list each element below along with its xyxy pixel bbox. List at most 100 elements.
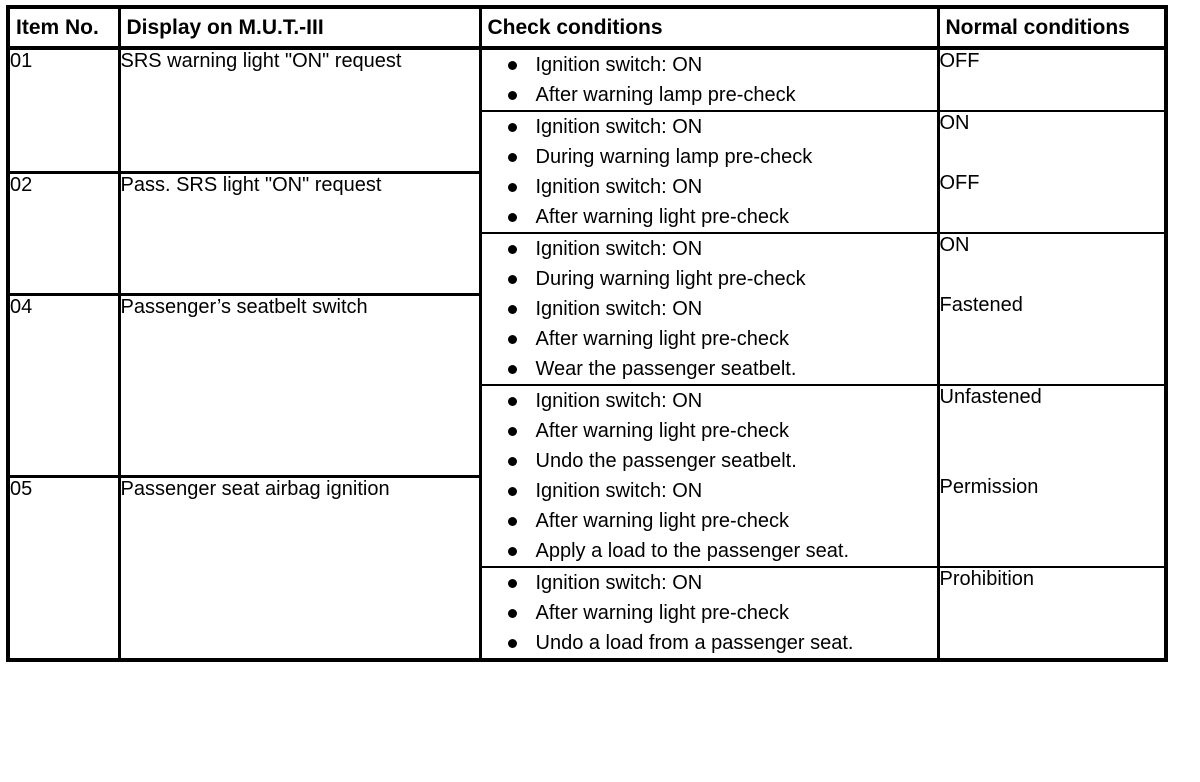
bullet-icon <box>507 213 517 222</box>
condition-item: Ignition switch: ON <box>482 172 937 202</box>
condition-text: During warning lamp pre-check <box>535 146 813 168</box>
cell-normal-condition: Unfastened <box>938 384 1166 476</box>
condition-text: During warning light pre-check <box>535 268 806 290</box>
table-header: Item No. Display on M.U.T.-III Check con… <box>8 7 1166 50</box>
cell-check-conditions: Ignition switch: ON After warning light … <box>480 566 940 660</box>
condition-list: Ignition switch: ON After warning lamp p… <box>482 50 937 110</box>
condition-item: After warning lamp pre-check <box>482 80 937 110</box>
bullet-icon <box>507 397 517 406</box>
condition-list: Ignition switch: ON After warning light … <box>482 568 937 658</box>
condition-item: Ignition switch: ON <box>482 294 937 324</box>
condition-item: Ignition switch: ON <box>482 112 937 142</box>
bullet-icon <box>507 275 517 284</box>
condition-list: Ignition switch: ON After warning light … <box>482 172 937 232</box>
condition-text: Ignition switch: ON <box>535 238 703 260</box>
bullet-icon <box>507 457 517 466</box>
condition-text: Undo a load from a passenger seat. <box>535 632 854 654</box>
cell-display-name: Pass. SRS light "ON" request <box>119 170 482 294</box>
condition-item: After warning light pre-check <box>482 506 937 536</box>
condition-item: Ignition switch: ON <box>482 234 937 264</box>
cell-check-conditions: Ignition switch: ON During warning lamp … <box>480 110 940 172</box>
condition-text: Undo the passenger seatbelt. <box>535 450 797 472</box>
column-header-normal-conditions: Normal conditions <box>938 7 1166 50</box>
cell-display-name: Passenger seat airbag ignition <box>119 474 482 660</box>
condition-text: Apply a load to the passenger seat. <box>535 540 850 562</box>
condition-list: Ignition switch: ON After warning light … <box>482 386 937 476</box>
bullet-icon <box>507 335 517 344</box>
table-row: 01 SRS warning light "ON" request Igniti… <box>8 48 1166 172</box>
condition-item: After warning light pre-check <box>482 598 937 628</box>
cell-item-no: 04 <box>8 292 121 476</box>
cell-check-conditions: Ignition switch: ON During warning light… <box>480 232 940 294</box>
condition-item: During warning lamp pre-check <box>482 142 937 172</box>
bullet-icon <box>507 639 517 648</box>
condition-text: Ignition switch: ON <box>535 572 703 594</box>
bullet-icon <box>507 183 517 192</box>
condition-list: Ignition switch: ON During warning light… <box>482 234 937 294</box>
condition-item: Ignition switch: ON <box>482 50 937 80</box>
condition-text: Ignition switch: ON <box>535 54 703 76</box>
condition-text: Ignition switch: ON <box>535 298 703 320</box>
bullet-icon <box>507 365 517 374</box>
condition-list: Ignition switch: ON After warning light … <box>482 294 937 384</box>
bullet-icon <box>507 245 517 254</box>
column-header-display: Display on M.U.T.-III <box>119 7 482 50</box>
condition-text: After warning light pre-check <box>535 206 789 228</box>
service-data-table: Item No. Display on M.U.T.-III Check con… <box>6 5 1168 662</box>
cell-normal-condition: Fastened <box>938 294 1166 385</box>
cell-display-name: Passenger’s seatbelt switch <box>119 292 482 476</box>
column-header-item-no: Item No. <box>8 7 121 50</box>
bullet-icon <box>507 61 517 70</box>
cell-normal-condition: ON <box>938 232 1166 294</box>
cell-item-no: 01 <box>8 48 121 172</box>
cell-display-name: SRS warning light "ON" request <box>119 48 482 172</box>
cell-check-conditions: Ignition switch: ON After warning light … <box>480 294 940 385</box>
cell-normal-condition: Permission <box>938 476 1166 567</box>
bullet-icon <box>507 305 517 314</box>
condition-list: Ignition switch: ON During warning lamp … <box>482 112 937 172</box>
condition-item: Ignition switch: ON <box>482 568 937 598</box>
cell-normal-condition: OFF <box>938 48 1166 111</box>
table-row: Ignition switch: ON After warning light … <box>8 384 1166 476</box>
condition-text: Wear the passenger seatbelt. <box>535 358 797 380</box>
bullet-icon <box>507 487 517 496</box>
cell-normal-condition: Prohibition <box>938 566 1166 660</box>
header-row: Item No. Display on M.U.T.-III Check con… <box>8 7 1166 50</box>
table-row: 04 Passenger’s seatbelt switch Ignition … <box>8 292 1166 476</box>
bullet-icon <box>507 579 517 588</box>
table-row: 02 Pass. SRS light "ON" request Ignition… <box>8 170 1166 294</box>
condition-item: After warning light pre-check <box>482 416 937 446</box>
bullet-icon <box>507 91 517 100</box>
condition-item: Ignition switch: ON <box>482 476 937 506</box>
condition-text: After warning light pre-check <box>535 602 789 624</box>
condition-item: After warning light pre-check <box>482 202 937 232</box>
column-header-check-conditions: Check conditions <box>480 7 940 50</box>
condition-item: Apply a load to the passenger seat. <box>482 536 937 566</box>
condition-item: During warning light pre-check <box>482 264 937 294</box>
cell-normal-condition: OFF <box>938 172 1166 233</box>
condition-item: Undo the passenger seatbelt. <box>482 446 937 476</box>
condition-text: Ignition switch: ON <box>535 390 703 412</box>
condition-item: After warning light pre-check <box>482 324 937 354</box>
cell-check-conditions: Ignition switch: ON After warning lamp p… <box>480 48 940 111</box>
table-row: Ignition switch: ON After warning light … <box>8 566 1166 660</box>
condition-text: Ignition switch: ON <box>535 480 703 502</box>
condition-item: Ignition switch: ON <box>482 386 937 416</box>
cell-check-conditions: Ignition switch: ON After warning light … <box>480 476 940 567</box>
table-row: 05 Passenger seat airbag ignition Igniti… <box>8 474 1166 660</box>
condition-item: Wear the passenger seatbelt. <box>482 354 937 384</box>
condition-text: After warning light pre-check <box>535 510 789 532</box>
table-body: 01 SRS warning light "ON" request Igniti… <box>8 48 1166 660</box>
bullet-icon <box>507 517 517 526</box>
condition-text: After warning light pre-check <box>535 420 789 442</box>
cell-check-conditions: Ignition switch: ON After warning light … <box>480 384 940 476</box>
bullet-icon <box>507 547 517 556</box>
cell-item-no: 05 <box>8 474 121 660</box>
cell-check-conditions: Ignition switch: ON After warning light … <box>480 172 940 233</box>
cell-item-no: 02 <box>8 170 121 294</box>
table-row: Ignition switch: ON During warning lamp … <box>8 110 1166 172</box>
bullet-icon <box>507 153 517 162</box>
condition-text: Ignition switch: ON <box>535 116 703 138</box>
bullet-icon <box>507 427 517 436</box>
